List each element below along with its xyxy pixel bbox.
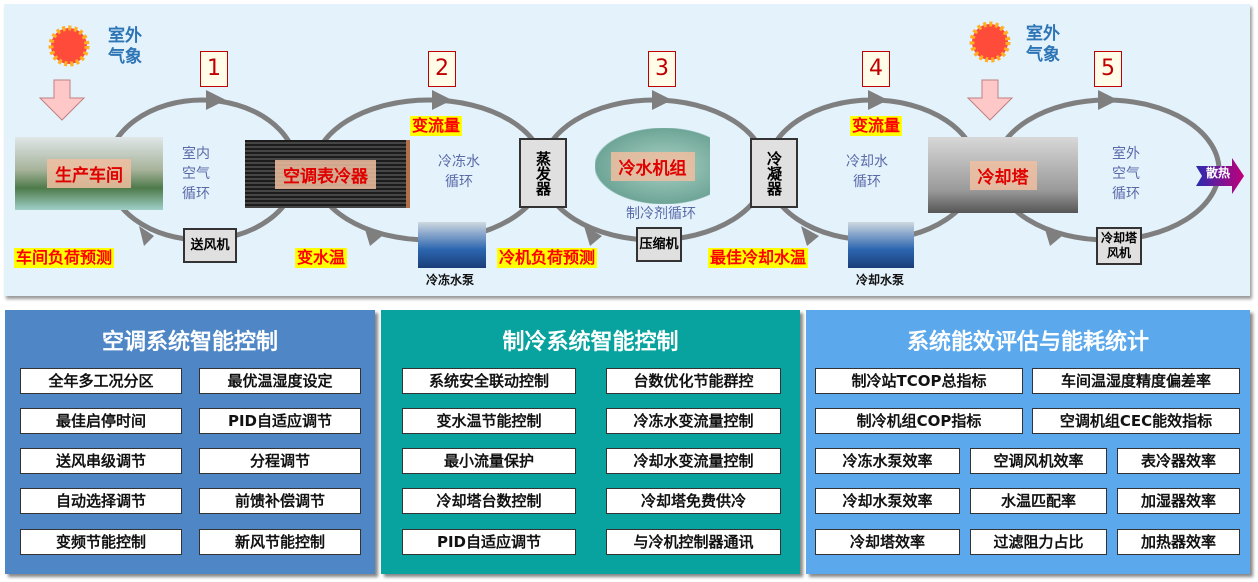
step-number: 5 xyxy=(1094,51,1122,87)
feature-item: 变频节能控制 xyxy=(20,529,182,555)
metric-item: 冷却塔效率 xyxy=(815,529,960,555)
feature-item: 最小流量保护 xyxy=(402,448,576,474)
metric-item: 冷冻水泵效率 xyxy=(815,448,960,474)
supply-fan-box: 送风机 xyxy=(183,228,237,263)
weather-label: 室外 气象 xyxy=(1026,24,1060,65)
sun-icon xyxy=(48,21,1011,67)
chilled-water-pump-image xyxy=(418,222,486,268)
metric-item: 过滤阻力占比 xyxy=(970,529,1107,555)
strategy-best-cooling-water-temp: 最佳冷却水温 xyxy=(708,248,809,268)
feature-item: 自动选择调节 xyxy=(20,488,182,514)
panel-title: 空调系统智能控制 xyxy=(101,330,278,355)
panel-ac-control: 空调系统智能控制 全年多工况分区 最优温湿度设定 最佳启停时间 PID自适应调节… xyxy=(5,310,375,574)
ahu-coil-label: 空调表冷器 xyxy=(275,159,376,189)
feature-item: 最优温湿度设定 xyxy=(199,368,361,394)
cooling-tower-fan-box: 冷却塔 风机 xyxy=(1096,227,1142,265)
feature-item: 冷却水变流量控制 xyxy=(606,448,781,474)
panel-title: 系统能效评估与能耗统计 xyxy=(906,330,1149,355)
feature-item: 新风节能控制 xyxy=(199,529,361,555)
loop-label-cooling-water: 冷却水 循环 xyxy=(846,154,888,190)
step-number: 1 xyxy=(200,51,228,87)
arrow-left-icon xyxy=(1044,226,1062,246)
strategy-variable-temp: 变水温 xyxy=(295,248,348,268)
panel-refrigeration-control: 制冷系统智能控制 系统安全联动控制 台数优化节能群控 变水温节能控制 冷冻水变流… xyxy=(381,310,800,574)
arrow-left-icon xyxy=(139,226,154,246)
chilled-water-pump-label: 冷冻水泵 xyxy=(426,273,475,287)
metric-item: 制冷站TCOP总指标 xyxy=(815,368,1023,394)
loop-label-chilled-water: 冷冻水 循环 xyxy=(438,154,480,190)
compressor-box: 压缩机 xyxy=(636,227,682,262)
step-number: 2 xyxy=(428,51,456,87)
metric-item: 加湿器效率 xyxy=(1117,488,1240,514)
step-number: 3 xyxy=(648,51,676,87)
arrow-right-icon xyxy=(868,90,888,110)
cooling-water-pump-label: 冷却水泵 xyxy=(856,273,905,287)
feature-item: 变水温节能控制 xyxy=(402,408,576,434)
feature-item: 冷却塔免费供冷 xyxy=(606,488,781,514)
arrow-left-icon xyxy=(364,226,382,246)
step-number: 4 xyxy=(862,51,890,87)
feature-item: 最佳启停时间 xyxy=(20,408,182,434)
weather-label: 室外 气象 xyxy=(108,26,142,67)
metric-item: 车间温湿度精度偏差率 xyxy=(1032,368,1240,394)
ahu-coil-image: 空调表冷器 xyxy=(245,140,410,208)
workshop-image: 生产车间 xyxy=(15,137,163,210)
workshop-label: 生产车间 xyxy=(47,159,131,188)
metric-item: 空调机组CEC能效指标 xyxy=(1032,408,1240,434)
feature-item: PID自适应调节 xyxy=(199,408,361,434)
cooling-water-pump-image xyxy=(848,222,914,268)
arrow-right-icon xyxy=(1098,90,1118,110)
metric-item: 加热器效率 xyxy=(1117,529,1240,555)
strategy-chiller-load: 冷机负荷预测 xyxy=(497,248,598,268)
feature-item: 与冷机控制器通讯 xyxy=(606,529,781,555)
metric-item: 水温匹配率 xyxy=(970,488,1107,514)
strategy-variable-flow: 变流量 xyxy=(850,116,903,136)
cooling-tower-image: 冷却塔 xyxy=(928,137,1078,213)
feature-item: 前馈补偿调节 xyxy=(199,488,361,514)
cooling-tower-label: 冷却塔 xyxy=(969,160,1037,190)
feature-item: 冷冻水变流量控制 xyxy=(606,408,781,434)
arrow-right-icon xyxy=(206,90,226,110)
loop-label-indoor-air: 室内 空气 循环 xyxy=(182,146,210,202)
loop-label-refrigerant: 制冷剂循环 xyxy=(626,206,696,222)
panel-efficiency-evaluation: 系统能效评估与能耗统计 制冷站TCOP总指标 车间温湿度精度偏差率 制冷机组CO… xyxy=(806,310,1250,574)
chiller-label: 冷水机组 xyxy=(610,151,695,181)
feature-item: 分程调节 xyxy=(199,448,361,474)
panel-title: 制冷系统智能控制 xyxy=(502,330,679,355)
feature-item: PID自适应调节 xyxy=(402,529,576,555)
arrow-right-icon xyxy=(432,90,452,110)
feature-item: 台数优化节能群控 xyxy=(606,368,781,394)
evaporator-box: 蒸发器 xyxy=(519,138,567,208)
heat-out-label: 散热 xyxy=(1206,166,1231,180)
metric-item: 空调风机效率 xyxy=(970,448,1107,474)
system-flow-diagram: 室外 气象 室外 气象 1 2 3 4 5 室内 空气 循环 冷冻水 循环 制冷… xyxy=(4,4,1250,296)
arrow-left-icon xyxy=(801,226,819,246)
feature-item: 送风串级调节 xyxy=(20,448,182,474)
loop-label-outdoor-air: 室外 空气 循环 xyxy=(1112,146,1140,202)
metric-item: 制冷机组COP指标 xyxy=(815,408,1023,434)
metric-item: 表冷器效率 xyxy=(1117,448,1240,474)
feature-item: 系统安全联动控制 xyxy=(402,368,576,394)
feature-item: 全年多工况分区 xyxy=(20,368,182,394)
down-arrow-icon xyxy=(38,79,1014,121)
condenser-box: 冷凝器 xyxy=(750,138,798,208)
arrow-right-icon xyxy=(652,90,672,110)
strategy-workshop-load: 车间负荷预测 xyxy=(14,248,115,268)
arrow-left-icon xyxy=(584,226,602,246)
chiller-image: 冷水机组 xyxy=(595,128,710,204)
metric-item: 冷却水泵效率 xyxy=(815,488,960,514)
feature-item: 冷却塔台数控制 xyxy=(402,488,576,514)
strategy-variable-flow: 变流量 xyxy=(410,116,463,136)
heat-out-arrow-icon xyxy=(1196,158,1244,194)
